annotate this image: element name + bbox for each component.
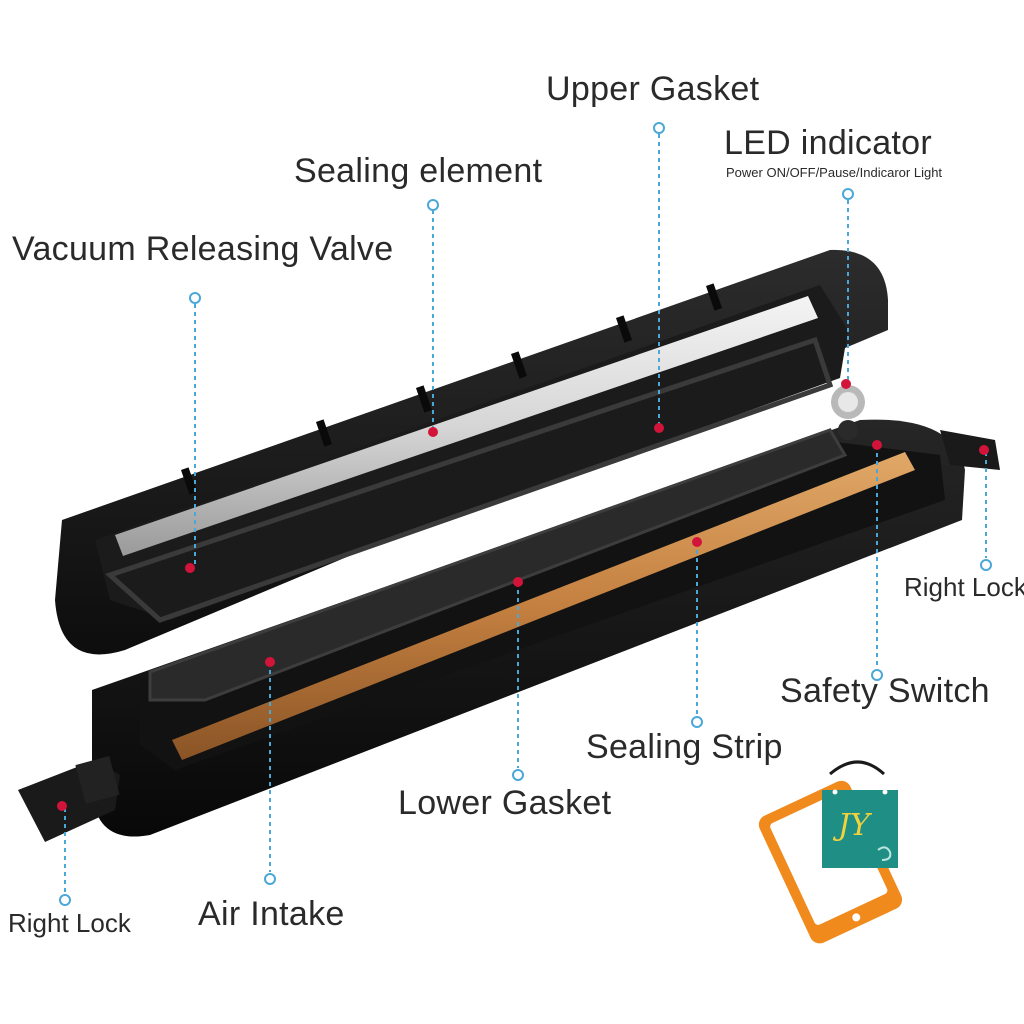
leader-endpoints	[59, 122, 992, 906]
label-sealing-element: Sealing element	[294, 152, 543, 190]
marker-lower-gasket	[513, 577, 523, 587]
part-markers	[57, 379, 989, 811]
marker-vacuum-valve	[185, 563, 195, 573]
marker-led	[841, 379, 851, 389]
marker-sealing-strip	[692, 537, 702, 547]
marker-right-lock-lower	[57, 801, 67, 811]
label-upper-gasket: Upper Gasket	[546, 70, 760, 108]
store-logo	[758, 760, 903, 944]
label-right-lock-upper: Right Lock	[904, 572, 1024, 602]
label-led-indicator: LED indicator	[724, 124, 932, 162]
marker-upper-gasket	[654, 423, 664, 433]
marker-sealing-element	[428, 427, 438, 437]
lower-gasket-shape	[148, 428, 848, 702]
label-vacuum-releasing-valve: Vacuum Releasing Valve	[12, 230, 394, 268]
right-lock-clip-lower	[18, 756, 120, 842]
leader-lines	[64, 134, 987, 893]
sealing-element-bar	[115, 296, 818, 556]
label-led-indicator-sub: Power ON/OFF/Pause/Indicaror Light	[726, 165, 943, 180]
label-right-lock-lower: Right Lock	[8, 908, 131, 938]
label-safety-switch: Safety Switch	[780, 672, 990, 710]
led-button	[831, 385, 865, 440]
marker-safety-switch	[872, 440, 882, 450]
marker-right-lock-upper	[979, 445, 989, 455]
label-lower-gasket: Lower Gasket	[398, 784, 612, 822]
sealing-strip-shape	[172, 452, 915, 760]
upper-gasket-shape	[105, 336, 834, 623]
logo-text: JY	[838, 808, 870, 843]
label-air-intake: Air Intake	[198, 895, 345, 933]
marker-air-intake	[265, 657, 275, 667]
label-sealing-strip: Sealing Strip	[586, 728, 783, 766]
